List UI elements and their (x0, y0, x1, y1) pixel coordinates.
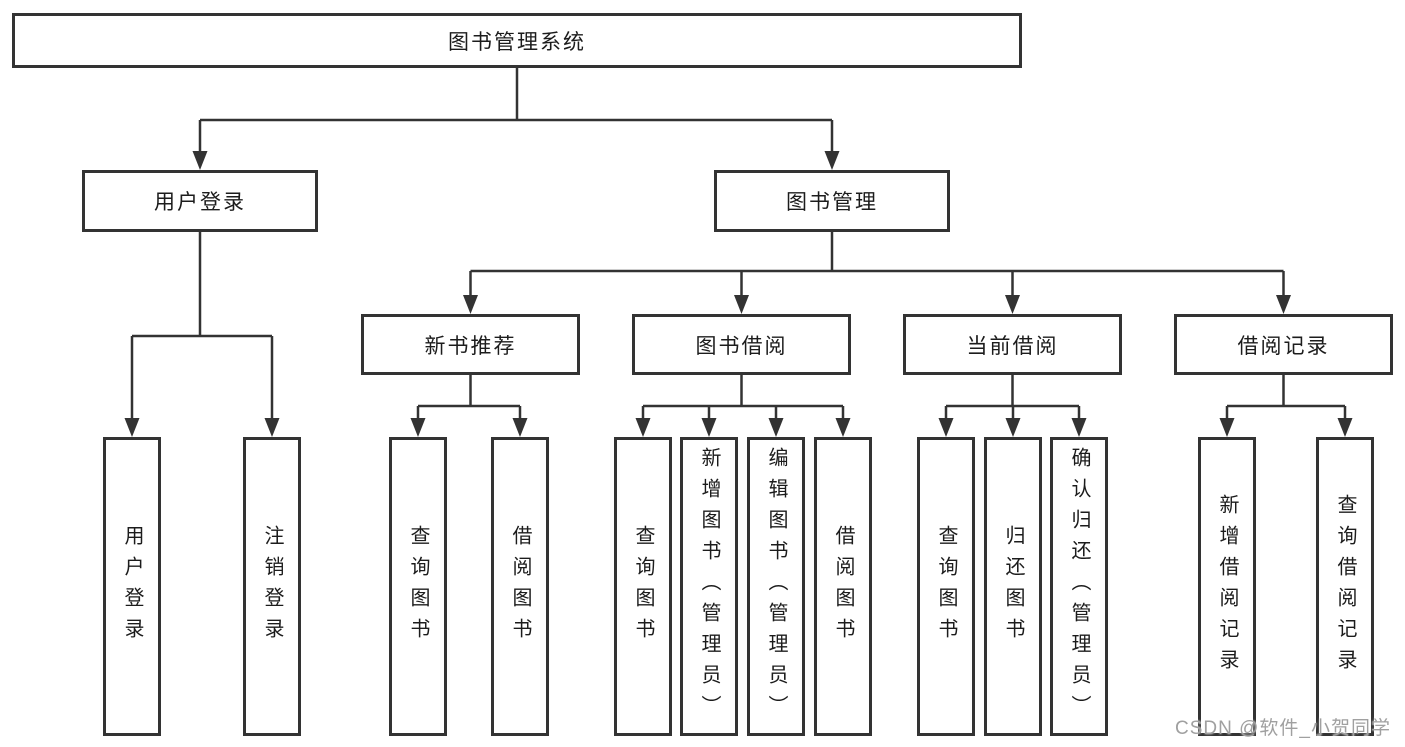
leaf-query-books-recommend: 查询图书 (389, 437, 447, 736)
node-label: 图书管理系统 (448, 30, 586, 54)
node-label: 图书借阅 (695, 334, 788, 358)
arrowhead (1071, 418, 1087, 437)
node-label: 当前借阅 (966, 334, 1059, 358)
node-label: 归还图书 (1002, 524, 1024, 649)
node-current-borrowing: 当前借阅 (903, 314, 1122, 375)
arrowhead (124, 418, 140, 437)
arrowhead (1005, 418, 1021, 437)
leaf-add-book-admin: 新增图书（管理员） (680, 437, 738, 736)
node-label: 查询图书 (632, 524, 654, 649)
node-label: 查询图书 (407, 524, 429, 649)
leaf-user-login: 用户登录 (103, 437, 161, 736)
leaf-query-borrow-record: 查询借阅记录 (1316, 437, 1374, 736)
leaf-add-borrow-record: 新增借阅记录 (1198, 437, 1256, 736)
node-label: 注销登录 (261, 524, 283, 649)
connector-userlogin-to-leaves (124, 232, 280, 437)
leaf-confirm-return-admin: 确认归还（管理员） (1050, 437, 1108, 736)
node-label: 新书推荐 (424, 334, 517, 358)
leaf-query-books-borrowing: 查询图书 (614, 437, 672, 736)
leaf-edit-book-admin: 编辑图书（管理员） (747, 437, 805, 736)
arrowhead (512, 418, 528, 437)
node-label: 用户登录 (121, 524, 143, 649)
node-book-management: 图书管理 (714, 170, 950, 232)
node-book-borrowing: 图书借阅 (632, 314, 851, 375)
leaf-query-books-current: 查询图书 (917, 437, 975, 736)
arrowhead (264, 418, 280, 437)
leaf-borrow-books-borrowing: 借阅图书 (814, 437, 872, 736)
arrowhead (824, 151, 840, 170)
node-label: 查询借阅记录 (1334, 493, 1356, 680)
arrowhead (701, 418, 717, 437)
node-library-management-system: 图书管理系统 (12, 13, 1022, 68)
node-label: 查询图书 (935, 524, 957, 649)
node-label: 借阅图书 (509, 524, 531, 649)
node-label: 编辑图书（管理员） (765, 447, 787, 726)
leaf-borrow-books-recommend: 借阅图书 (491, 437, 549, 736)
node-label: 图书管理 (786, 191, 878, 214)
connector-records-to-leaves (1219, 375, 1353, 437)
connector-bookmgmt-to-level3 (463, 232, 1291, 314)
arrowhead (835, 418, 851, 437)
arrowhead (938, 418, 954, 437)
arrowhead (768, 418, 784, 437)
node-new-book-recommendation: 新书推荐 (361, 314, 580, 375)
arrowhead (1276, 295, 1291, 314)
leaf-return-books: 归还图书 (984, 437, 1042, 736)
csdn-watermark: CSDN @软件_小贺同学 (1175, 718, 1391, 739)
arrowhead (1219, 418, 1235, 437)
node-user-login: 用户登录 (82, 170, 318, 232)
arrowhead (1337, 418, 1353, 437)
arrowhead (192, 151, 208, 170)
node-label: 用户登录 (154, 191, 246, 214)
arrowhead (410, 418, 426, 437)
node-borrowing-records: 借阅记录 (1174, 314, 1393, 375)
arrowhead (463, 295, 478, 314)
connector-borrowing-to-leaves (635, 375, 851, 437)
connector-newbook-to-leaves (410, 375, 528, 437)
arrowhead (734, 295, 749, 314)
arrowhead (1005, 295, 1020, 314)
leaf-logout: 注销登录 (243, 437, 301, 736)
node-label: 确认归还（管理员） (1068, 447, 1090, 726)
connector-root-to-level2 (192, 68, 840, 170)
node-label: 借阅记录 (1237, 334, 1330, 358)
node-label: 新增借阅记录 (1216, 493, 1238, 680)
arrowhead (635, 418, 651, 437)
node-label: 借阅图书 (832, 524, 854, 649)
connector-current-to-leaves (938, 375, 1087, 437)
node-label: 新增图书（管理员） (698, 447, 720, 726)
